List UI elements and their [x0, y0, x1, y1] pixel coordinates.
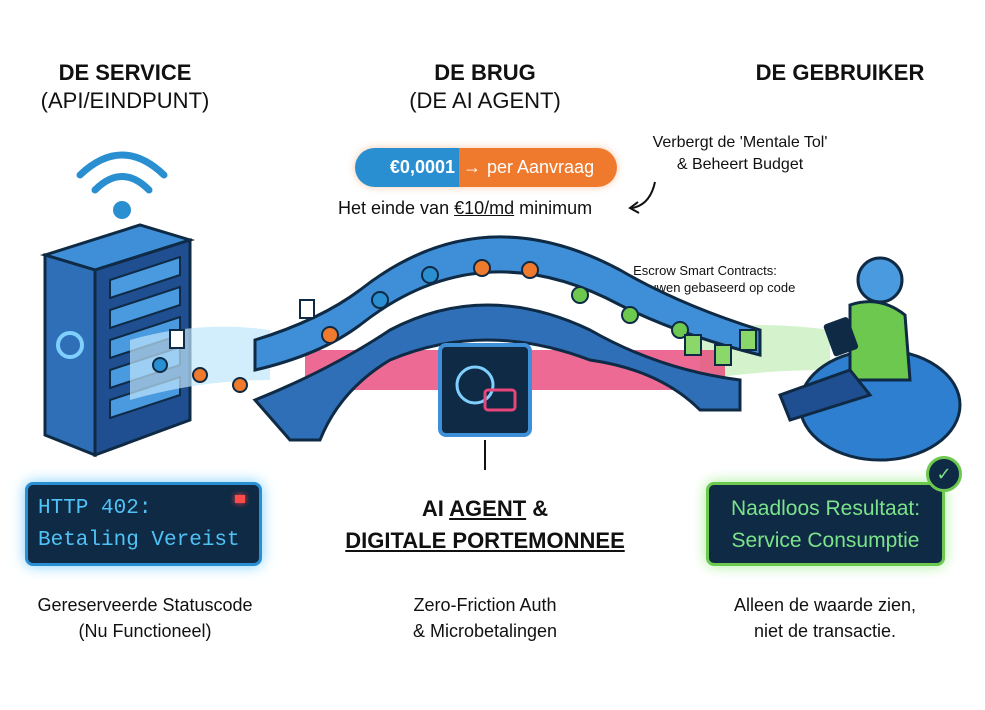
- service-title: DE SERVICE: [58, 60, 192, 85]
- status-box: HTTP 402: Betaling Vereist: [25, 482, 262, 566]
- service-subtitle: (API/EINDPUNT): [40, 88, 210, 113]
- user-title: DE GEBRUIKER: [755, 60, 925, 85]
- check-icon: ✓: [926, 456, 962, 492]
- document-icons: [169, 299, 757, 366]
- center-label-ai: AI: [421, 496, 450, 521]
- annotation: Verbergt de 'Mentale Tol' & Beheert Budg…: [625, 132, 855, 176]
- chip-icon: [438, 343, 532, 470]
- center-label-amp: &: [526, 496, 549, 521]
- result-box: Naadloos Resultaat: Service Consumptie: [706, 482, 945, 566]
- caption-line1: Alleen de waarde zien,: [733, 595, 917, 615]
- caption-line2: niet de transactie.: [753, 621, 897, 641]
- bridge-subtitle: (DE AI AGENT): [409, 88, 561, 113]
- minimum-suffix: minimum: [514, 198, 593, 218]
- status-line2: Betaling Vereist: [38, 529, 240, 552]
- wifi-icon: [76, 151, 168, 219]
- status-led-icon: [235, 495, 245, 503]
- caption-line2: (Nu Functioneel): [78, 621, 212, 641]
- result-line2: Service Consumptie: [731, 529, 920, 552]
- escrow-line1: Escrow Smart Contracts:: [633, 263, 777, 278]
- price-unit: per Aanvraag: [487, 157, 595, 177]
- caption-bridge: Zero-Friction Auth & Microbetalingen: [335, 592, 635, 644]
- arrow-icon: →: [463, 157, 481, 177]
- annotation-line2: & Beheert Budget: [676, 156, 804, 173]
- minimum-amount: €10/md: [454, 198, 515, 218]
- caption-line1: Zero-Friction Auth: [413, 595, 557, 615]
- minimum-line: Het einde van €10/md minimum: [338, 198, 592, 219]
- curved-arrow-icon: [628, 181, 656, 214]
- annotation-line1: Verbergt de 'Mentale Tol': [652, 134, 828, 151]
- caption-service: Gereserveerde Statuscode (Nu Functioneel): [0, 592, 295, 644]
- result-line1: Naadloos Resultaat:: [730, 497, 921, 520]
- user-on-beanbag-icon: [778, 256, 962, 462]
- data-stream: [130, 326, 270, 400]
- center-label: AI AGENT & DIGITALE PORTEMONNEE: [315, 493, 655, 557]
- caption-line1: Gereserveerde Statuscode: [37, 595, 253, 615]
- price-amount: €0,0001: [389, 157, 455, 177]
- status-line1: HTTP 402:: [38, 497, 152, 520]
- minimum-prefix: Het einde van: [338, 198, 455, 218]
- bridge-title: DE BRUG: [434, 60, 536, 85]
- center-label-agent: AGENT: [449, 496, 527, 521]
- price-pill: €0,0001 → per Aanvraag: [355, 148, 617, 187]
- caption-user: Alleen de waarde zien, niet de transactie…: [675, 592, 975, 644]
- center-label-wallet: DIGITALE PORTEMONNEE: [345, 528, 625, 553]
- illustration: [39, 151, 962, 470]
- caption-line2: & Microbetalingen: [412, 621, 558, 641]
